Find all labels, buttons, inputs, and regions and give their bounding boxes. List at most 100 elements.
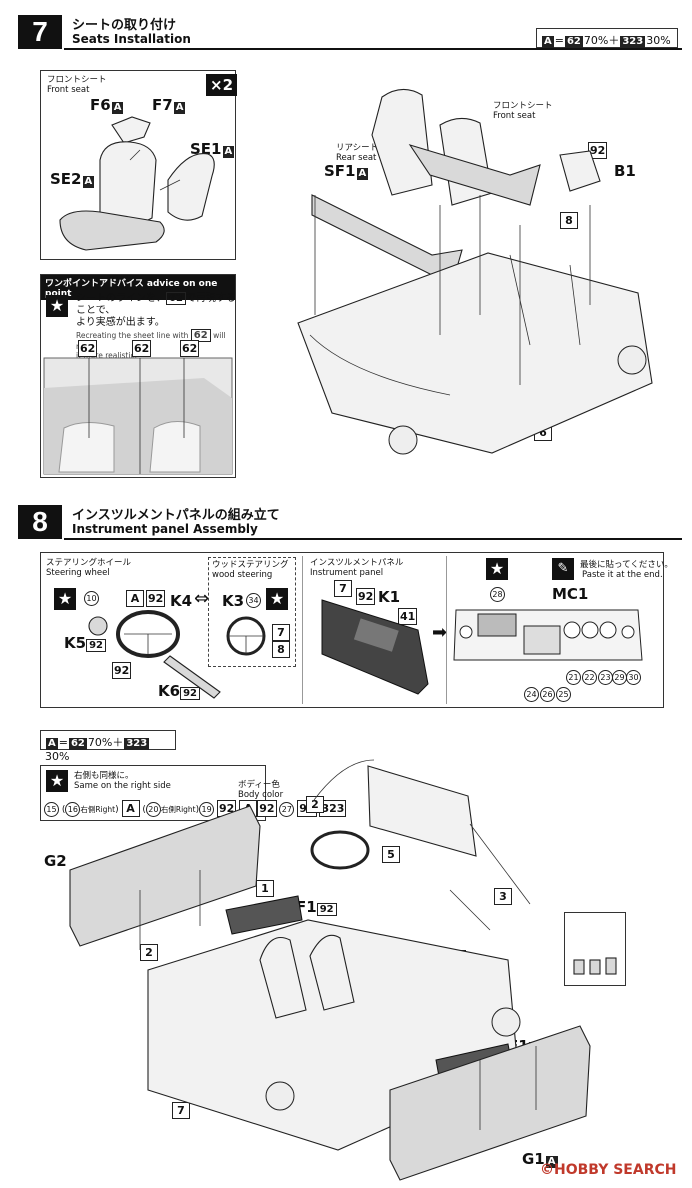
b1-color-92: 92 — [588, 142, 608, 159]
step-8-rule — [64, 538, 682, 540]
part-g2: G2 — [44, 852, 67, 870]
pedal-inset-sketch — [573, 957, 617, 975]
divider-2 — [446, 556, 447, 704]
same-right-en: Same on the right side — [74, 781, 171, 791]
step-7-number: 7 — [18, 15, 62, 49]
star-icon: ★ — [266, 588, 288, 610]
part-k1: K1 — [378, 588, 401, 606]
decal-30: 30 — [626, 670, 641, 685]
rear-seat-en: Rear seat — [336, 153, 377, 163]
watermark: ©HOBBY SEARCH — [540, 1162, 676, 1178]
circle-34: 34 — [246, 593, 261, 608]
part-tag-a: A — [46, 738, 58, 750]
step-ref-2-b: 2 — [140, 944, 158, 961]
advice-callout-2: 62 — [132, 340, 152, 357]
step-ref-5: 5 — [382, 846, 400, 863]
color-62: 62 — [564, 36, 583, 48]
step-ref-2-a: 2 — [306, 796, 324, 813]
star-icon: ★ — [46, 295, 68, 317]
panel-tag-41: 41 — [398, 608, 418, 625]
percent-70: 70% — [87, 736, 113, 749]
body-color-jp: ボディー色 — [238, 780, 280, 790]
divider-1 — [302, 556, 303, 704]
part-k3: K3 — [222, 592, 245, 610]
b1-sub-8: 8 — [560, 212, 578, 229]
step-7-rule — [64, 48, 682, 50]
percent-70: 70% — [583, 34, 609, 47]
part-mc1: MC1 — [552, 585, 589, 603]
panel-label-jp: インスツルメントパネル — [310, 558, 404, 568]
decal-21: 21 — [566, 670, 581, 685]
decal-24: 24 — [524, 687, 539, 702]
steering-label-jp: ステアリングホイール — [46, 558, 132, 568]
percent-30: 30% — [45, 750, 70, 763]
panel-tag-92: 92 — [356, 588, 376, 605]
star-icon: ★ — [46, 770, 68, 792]
decal-note-jp: 最後に貼ってください。 — [580, 560, 673, 570]
step-7-title-en: Seats Installation — [72, 32, 191, 46]
body-color-en: Body color — [238, 790, 284, 800]
swap-arrow-icon: ⇔ — [194, 588, 210, 609]
panel-label-en: Instrument panel — [310, 568, 384, 578]
star-icon: ★ — [54, 588, 76, 610]
step-8-title-en: Instrument panel Assembly — [72, 522, 258, 536]
part-tag-a: A — [542, 36, 554, 48]
step7-main-sketch — [297, 88, 653, 455]
decal-29: 29 — [612, 670, 627, 685]
watermark-prefix: © — [540, 1162, 554, 1178]
steering-label-en: Steering wheel — [46, 568, 110, 578]
panel-tag-7: 7 — [334, 580, 352, 597]
advice-header: ワンポイントアドバイス advice on one point — [41, 275, 235, 300]
decal-26: 26 — [540, 687, 555, 702]
k4-tag-92: 92 — [146, 590, 166, 607]
step-7-title-jp: シートの取り付け — [72, 18, 177, 33]
step-ref-3-a: 3 — [494, 888, 512, 905]
color-323: 323 — [620, 36, 646, 48]
part-b1: B1 — [614, 162, 636, 180]
multiplier-badge: ×2 — [206, 74, 238, 96]
step-ref-1-a: 1 — [256, 880, 274, 897]
rear-seat-jp: リアシート — [336, 143, 379, 153]
decal-25: 25 — [556, 687, 571, 702]
color-323: 323 — [124, 738, 150, 750]
wood-label-en: wood steering — [212, 570, 273, 580]
k4-tag-a: A — [126, 590, 144, 607]
same-right-jp: 右側も同様に。 — [74, 771, 134, 781]
decal-22: 22 — [582, 670, 597, 685]
advice-photo — [43, 357, 233, 475]
step-8-number: 8 — [18, 505, 62, 539]
front-seat-label-jp: フロントシート — [47, 75, 107, 85]
assembly-sketch — [69, 759, 591, 1181]
percent-30: 30% — [646, 34, 671, 47]
front-seat-sketch — [59, 116, 215, 251]
decal-23: 23 — [598, 670, 613, 685]
part-k4: K4 — [170, 592, 193, 610]
instrument-panel-sketch — [321, 599, 429, 695]
wood-color-7: 7 — [272, 624, 290, 641]
front-seat-label-en: Front seat — [47, 85, 90, 95]
hub-color-92: 92 — [112, 662, 132, 679]
watermark-text: HOBBY SEARCH — [554, 1162, 677, 1178]
brush-icon: ✎ — [552, 558, 574, 580]
steering-wheel-sketch — [88, 610, 221, 699]
star-icon: ★ — [486, 558, 508, 580]
circle-10: 10 — [84, 591, 99, 606]
advice-callout-1: 62 — [78, 340, 98, 357]
wood-label-jp: ウッドステアリング — [212, 560, 289, 570]
step-8-title-jp: インスツルメントパネルの組み立て — [72, 508, 280, 523]
color-62: 62 — [68, 738, 87, 750]
advice-callout-3: 62 — [180, 340, 200, 357]
decal-28: 28 — [490, 587, 505, 602]
arrow-right-icon: ➡ — [432, 622, 448, 643]
wood-wheel-sketch — [226, 616, 266, 656]
